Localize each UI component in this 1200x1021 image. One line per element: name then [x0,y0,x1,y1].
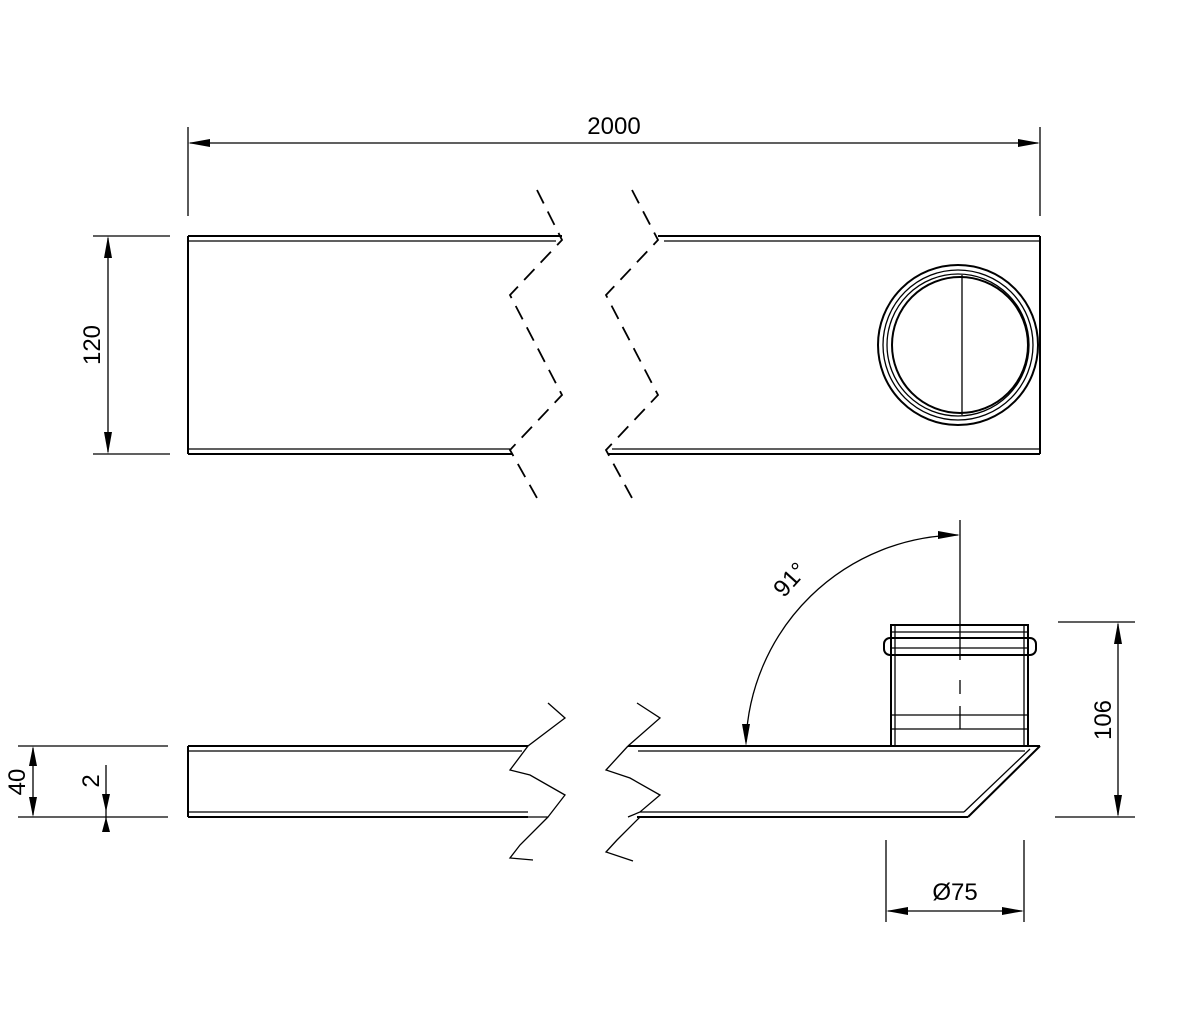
dimension-label-width: 120 [79,325,106,365]
top-view-right-segment [608,235,1041,455]
dimension-overall-length: 2000 [187,113,1041,216]
dimension-angle: 91° [742,520,961,746]
dimension-outlet-height: 106 [1055,621,1135,818]
side-view-break-lines [508,702,662,862]
top-view-left-segment [187,235,562,455]
side-view: 91° 106 40 2 [4,520,1135,922]
dimension-label-thickness: 2 [78,774,105,787]
dimension-height: 40 [4,745,168,818]
top-view: 2000 120 [79,113,1041,499]
dimension-label-angle: 91° [768,557,812,602]
side-view-left-segment [187,745,528,818]
dimension-outlet-diameter: Ø75 [885,840,1025,922]
dimension-thickness: 2 [78,765,110,832]
dimension-label-outlet-height: 106 [1090,700,1117,740]
dimension-label-overall-length: 2000 [587,113,640,140]
dimension-label-height: 40 [4,769,31,796]
dimension-label-outlet-diameter: Ø75 [932,879,977,906]
side-view-right-segment [628,745,1041,818]
outlet-circle-top-view [877,264,1039,426]
dimension-width: 120 [79,235,170,455]
